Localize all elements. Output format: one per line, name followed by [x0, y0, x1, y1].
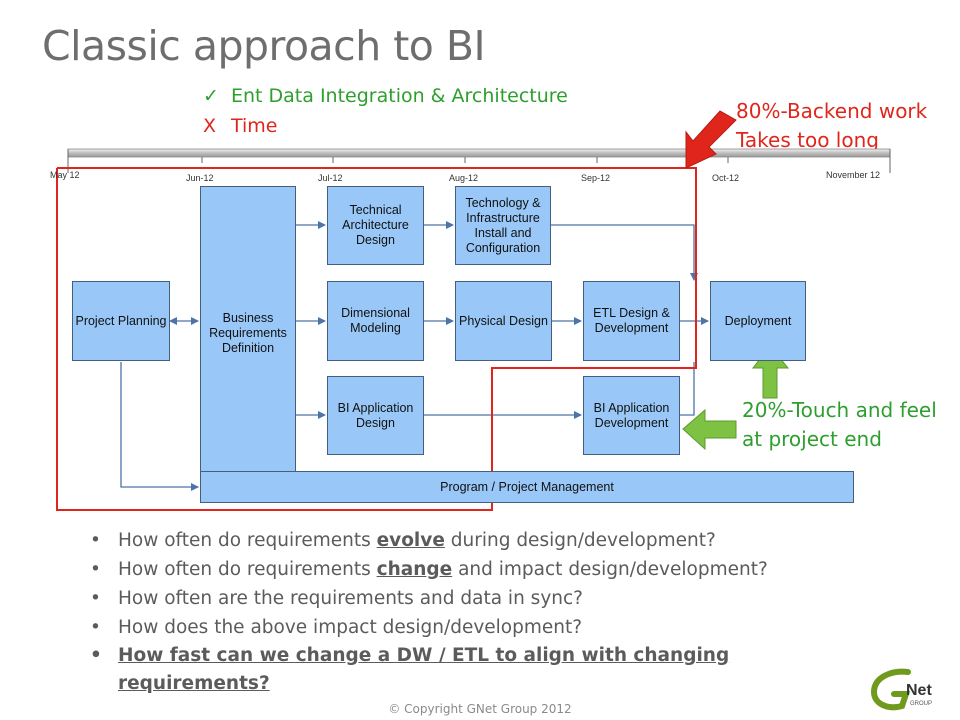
backend-callout-line1: 80%-Backend work	[736, 99, 928, 123]
timeline-bar	[67, 148, 891, 173]
list-item: How often do requirements change and imp…	[90, 555, 850, 584]
copyright-footer: © Copyright GNet Group 2012	[388, 702, 572, 716]
list-item: How often are the requirements and data …	[90, 584, 850, 613]
dimensional-modeling-box: Dimensional Modeling	[327, 281, 424, 361]
timeline-month-label: Aug-12	[449, 173, 479, 183]
etl-design-box: ETL Design & Development	[583, 281, 680, 361]
deployment-box: Deployment	[710, 281, 806, 361]
x-mark-icon: X	[203, 115, 217, 137]
list-item: How fast can we change a DW / ETL to ali…	[90, 642, 850, 698]
physical-design-box: Physical Design	[455, 281, 552, 361]
bi-app-development-box: BI Application Development	[583, 376, 680, 455]
backend-callout-line2: Takes too long	[736, 128, 879, 152]
business-requirements-box: Business Requirements Definition	[200, 186, 296, 481]
svg-text:G: G	[870, 687, 872, 689]
question-list: How often do requirements evolve during …	[90, 526, 850, 698]
touch-callout: 20%-Touch and feel at project end	[742, 396, 937, 454]
touch-callout-line1: 20%-Touch and feel	[742, 398, 937, 422]
timeline-end-label: November 12	[826, 170, 881, 180]
slide-title: Classic approach to BI	[42, 22, 486, 70]
check-item-time: X Time	[203, 115, 278, 137]
backend-highlight-outline	[56, 167, 697, 511]
timeline-month-label: Jul-12	[318, 173, 343, 183]
technical-architecture-box: Technical Architecture Design	[327, 186, 424, 265]
check-item-text: Time	[231, 115, 278, 137]
backend-callout: 80%-Backend work Takes too long	[736, 97, 927, 155]
gnet-logo: G Net GROUP	[870, 668, 932, 711]
project-planning-box: Project Planning	[72, 281, 170, 361]
timeline-start-label: May 12	[50, 170, 80, 180]
check-item-text: Ent Data Integration & Architecture	[231, 85, 568, 107]
svg-text:GROUP: GROUP	[910, 701, 932, 707]
list-item: How often do requirements evolve during …	[90, 526, 850, 555]
timeline-month-label: Jun-12	[186, 173, 214, 183]
timeline-month-label: Sep-12	[581, 173, 611, 183]
timeline-month-label: Oct-12	[712, 173, 740, 183]
red-callout-arrow	[685, 110, 737, 169]
svg-text:Net: Net	[906, 682, 932, 699]
touch-callout-line2: at project end	[742, 427, 882, 451]
bi-app-design-box: BI Application Design	[327, 376, 424, 455]
diagram-connectors	[120, 221, 709, 491]
technology-infrastructure-box: Technology & Infrastructure Install and …	[455, 186, 551, 265]
check-item-integration: ✓ Ent Data Integration & Architecture	[203, 85, 568, 107]
checkmark-icon: ✓	[203, 85, 219, 107]
green-left-arrow	[682, 408, 737, 451]
program-management-box: Program / Project Management	[200, 471, 854, 503]
list-item: How does the above impact design/develop…	[90, 613, 850, 642]
